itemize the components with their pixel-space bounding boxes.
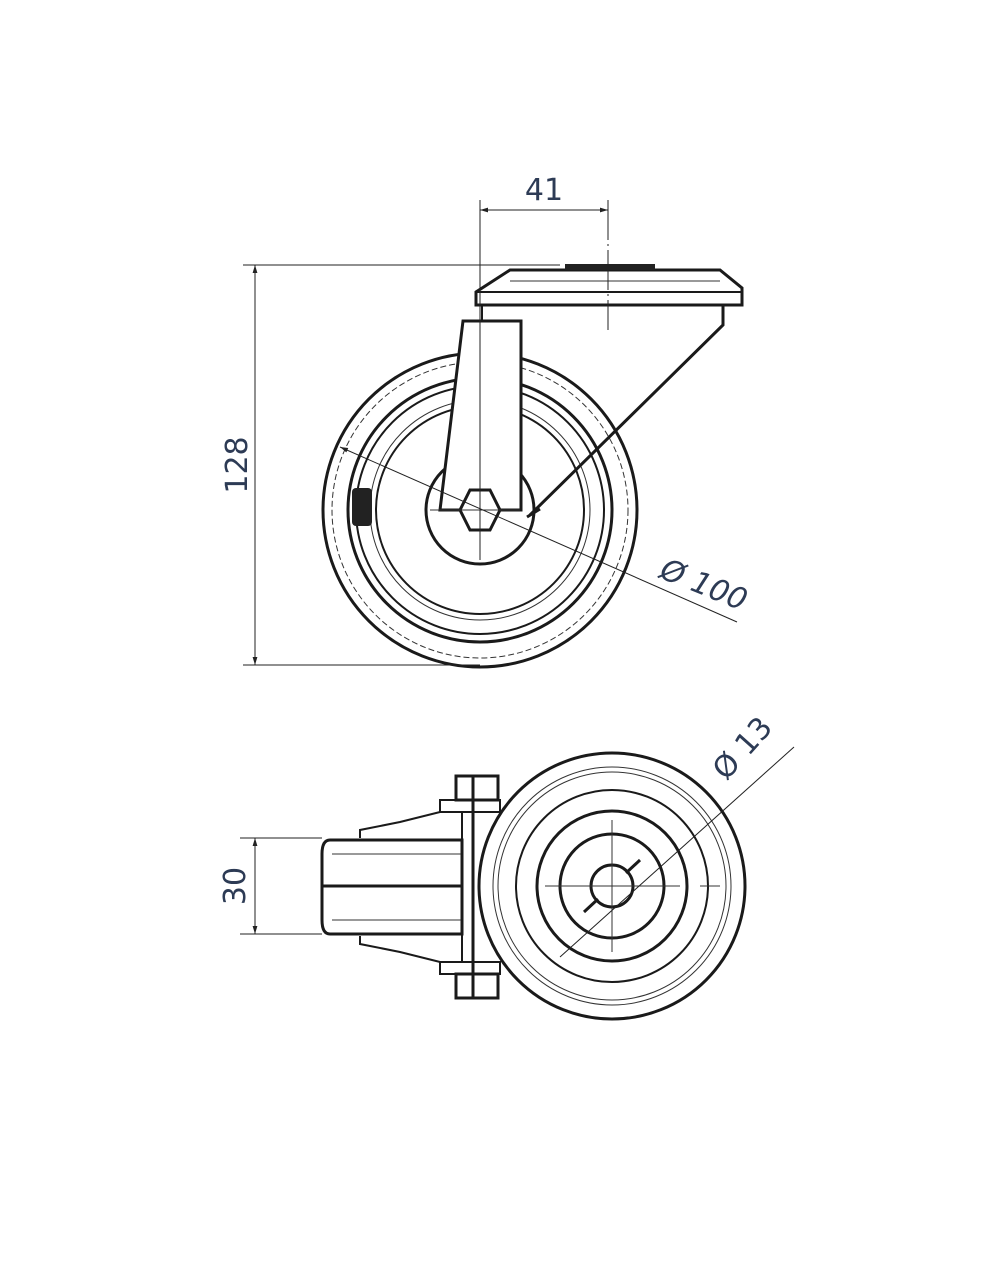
- side-view: 41 128 Ø 100: [220, 173, 752, 669]
- dimension-bore-diameter-label: Ø 13: [706, 710, 780, 786]
- dimension-width-label: 30: [218, 867, 253, 905]
- dimension-offset-label: 41: [525, 173, 563, 208]
- dimension-wheel-diameter-label: Ø 100: [653, 551, 752, 618]
- dimension-height-label: 128: [220, 436, 255, 493]
- tire-side: [320, 811, 464, 963]
- wheel-front: [477, 751, 747, 1021]
- top-plate: [474, 264, 744, 321]
- bracket: [439, 774, 501, 1000]
- brake-pad: [352, 488, 372, 526]
- front-view: 30 Ø 13: [218, 710, 795, 1021]
